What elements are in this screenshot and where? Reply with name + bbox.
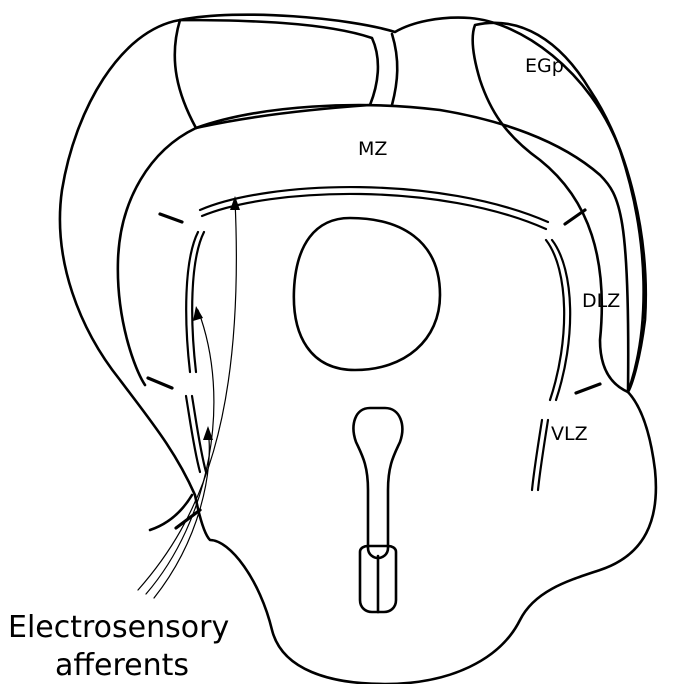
tick-right-lower — [576, 384, 600, 393]
midline-divider — [392, 34, 397, 105]
mz-lamina-outer — [200, 187, 548, 222]
left-ventral-notch — [150, 495, 192, 530]
label-egp: EGp — [525, 55, 564, 77]
label-vlz: VLZ — [551, 423, 588, 445]
afferent-fiber-1 — [138, 200, 236, 590]
outer-brain-outline — [60, 15, 656, 684]
central-hole — [294, 218, 440, 370]
label-mz: MZ — [358, 138, 387, 160]
mz-lamina-inner — [202, 194, 546, 229]
label-afferents-line1: Electrosensory — [8, 610, 229, 645]
egp-left-inner-edge — [175, 20, 378, 128]
molecular-zone-band — [196, 105, 628, 392]
label-afferents-line2: afferents — [55, 648, 189, 683]
afferent-fiber-2 — [146, 310, 214, 594]
left-lower-lamina-inner — [192, 396, 206, 472]
vlz-lamina-inner — [532, 420, 542, 490]
tick-left-upper — [160, 214, 182, 222]
label-dlz: DLZ — [582, 290, 620, 312]
dlz-lamina-inner — [546, 240, 564, 400]
dlz-lamina-outer — [552, 240, 570, 400]
left-lamina-inner — [192, 232, 204, 372]
tick-left-lower — [148, 378, 172, 388]
tick-right-upper — [565, 210, 585, 224]
central-canal-upper — [354, 408, 403, 558]
left-lobe-inner-boundary — [118, 128, 196, 385]
arrowhead-vlz — [203, 426, 213, 440]
